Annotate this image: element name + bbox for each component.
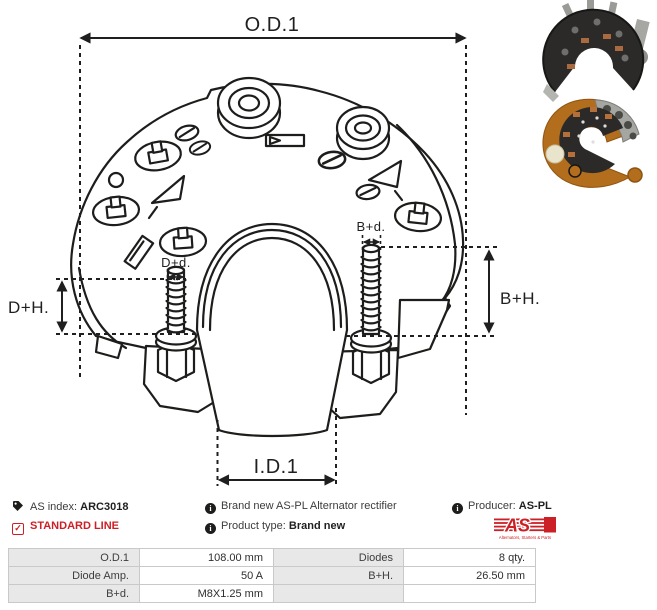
bearing-boss-small xyxy=(335,105,391,161)
bearing-boss-large xyxy=(216,76,282,140)
as-index-value: ARC3018 xyxy=(80,501,129,513)
info-icon: i xyxy=(205,523,216,534)
spec-label-cell xyxy=(273,584,404,603)
dim-label-bh: B+H. xyxy=(500,289,540,308)
spec-label-cell: Diodes xyxy=(273,548,404,567)
black-rectifier-photo xyxy=(542,0,650,102)
standard-line-row: ✓ STANDARD LINE xyxy=(12,520,119,535)
product-type-value: Brand new xyxy=(288,520,346,532)
standard-line-label: STANDARD LINE xyxy=(30,520,120,532)
product-photo-bottom xyxy=(542,98,643,188)
rectifier-technical-drawing: O.D.1 I.D.1 D+H. B+H. D+d. B+d. xyxy=(8,14,540,486)
arrow-cutout-right xyxy=(367,159,404,202)
as-index-label: AS index: xyxy=(30,501,78,513)
logo-subtext: Alternators, Starters & Parts xyxy=(499,535,551,540)
spec-value-cell: 108.00 mm xyxy=(139,548,274,567)
vent-slot xyxy=(123,234,155,270)
spec-value-cell: 26.50 mm xyxy=(403,566,536,585)
dim-label-id1: I.D.1 xyxy=(254,456,299,478)
product-type-label: Product type: xyxy=(221,520,286,532)
description-row: i Brand new AS-PL Alternator rectifier xyxy=(205,500,397,514)
dimension-annotations xyxy=(56,32,497,486)
orange-rectifier-photo xyxy=(542,98,643,188)
dim-label-od1: O.D.1 xyxy=(245,14,300,36)
table-row: Diode Amp. 50 A B+H. 26.50 mm xyxy=(8,566,536,585)
arrow-cutout-left xyxy=(147,174,186,220)
logo-text: AS xyxy=(504,516,530,536)
spec-label-cell: Diode Amp. xyxy=(8,566,140,585)
dim-label-bd: B+d. xyxy=(356,219,385,234)
as-index-row: AS index: ARC3018 xyxy=(12,500,128,514)
spec-label-cell: B+d. xyxy=(8,584,140,603)
terminal-slot xyxy=(264,133,306,148)
spec-label-cell: B+H. xyxy=(273,566,404,585)
spec-value-cell: 50 A xyxy=(139,566,274,585)
dimension-labels: O.D.1 I.D.1 D+H. B+H. D+d. B+d. xyxy=(8,14,540,478)
product-photo-top xyxy=(542,0,650,102)
logo-stripes xyxy=(494,517,556,533)
check-icon: ✓ xyxy=(12,523,24,535)
producer-value: AS-PL xyxy=(518,500,552,512)
stud-left xyxy=(154,265,198,383)
product-description: Brand new AS-PL Alternator rectifier xyxy=(221,500,397,512)
spec-value-cell: M8X1.25 mm xyxy=(139,584,274,603)
product-type-row: i Product type: Brand new xyxy=(205,520,345,534)
producer-label: Producer: xyxy=(468,500,516,512)
info-icon: i xyxy=(452,503,463,514)
info-icon: i xyxy=(205,503,216,514)
spec-value-cell: 8 qty. xyxy=(403,548,536,567)
spec-table: O.D.1 108.00 mm Diodes 8 qty. Diode Amp.… xyxy=(8,548,536,603)
dim-label-dd: D+d. xyxy=(161,255,191,270)
table-row: B+d. M8X1.25 mm xyxy=(8,584,536,603)
tag-icon xyxy=(13,501,23,511)
as-pl-logo: AS Alternators, Starters & Parts xyxy=(494,515,556,540)
spec-label-cell: O.D.1 xyxy=(8,548,140,567)
spec-value-cell xyxy=(403,584,536,603)
mount-hole xyxy=(107,171,125,189)
table-row: O.D.1 108.00 mm Diodes 8 qty. xyxy=(8,548,536,567)
producer-row: i Producer: AS-PL xyxy=(452,500,552,514)
dim-label-dh: D+H. xyxy=(8,298,49,317)
rectifier-part-outline xyxy=(70,76,465,438)
